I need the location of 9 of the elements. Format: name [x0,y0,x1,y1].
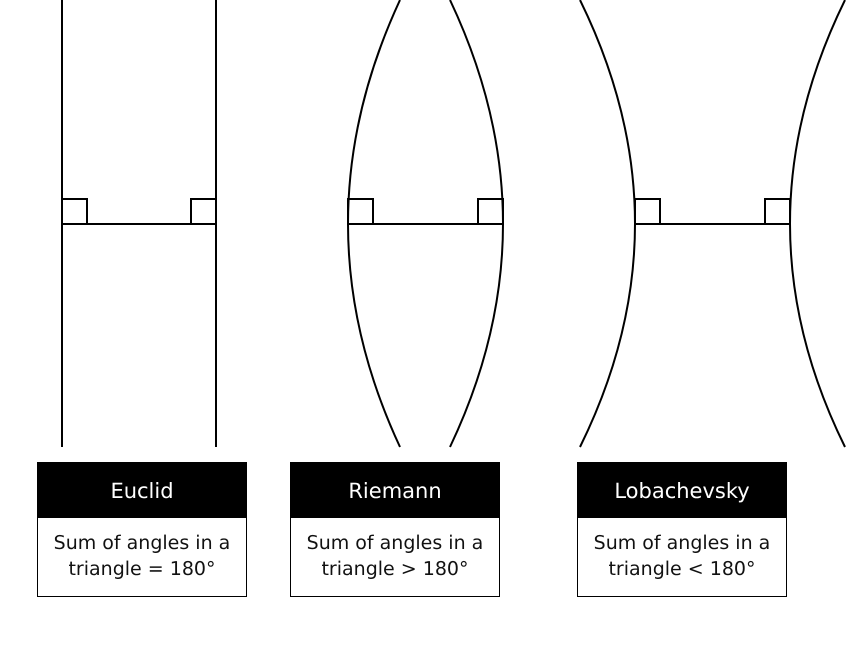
card-description: Sum of angles in a triangle > 180° [306,531,484,582]
card-heading: Riemann [291,463,499,518]
label-card [290,462,500,597]
card-description: Sum of angles in a triangle < 180° [592,531,772,582]
label-card [577,462,787,597]
label-card [37,462,247,597]
card-heading: Euclid [38,463,246,518]
card-heading: Lobachevsky [578,463,786,518]
card-description: Sum of angles in a triangle = 180° [52,531,232,582]
